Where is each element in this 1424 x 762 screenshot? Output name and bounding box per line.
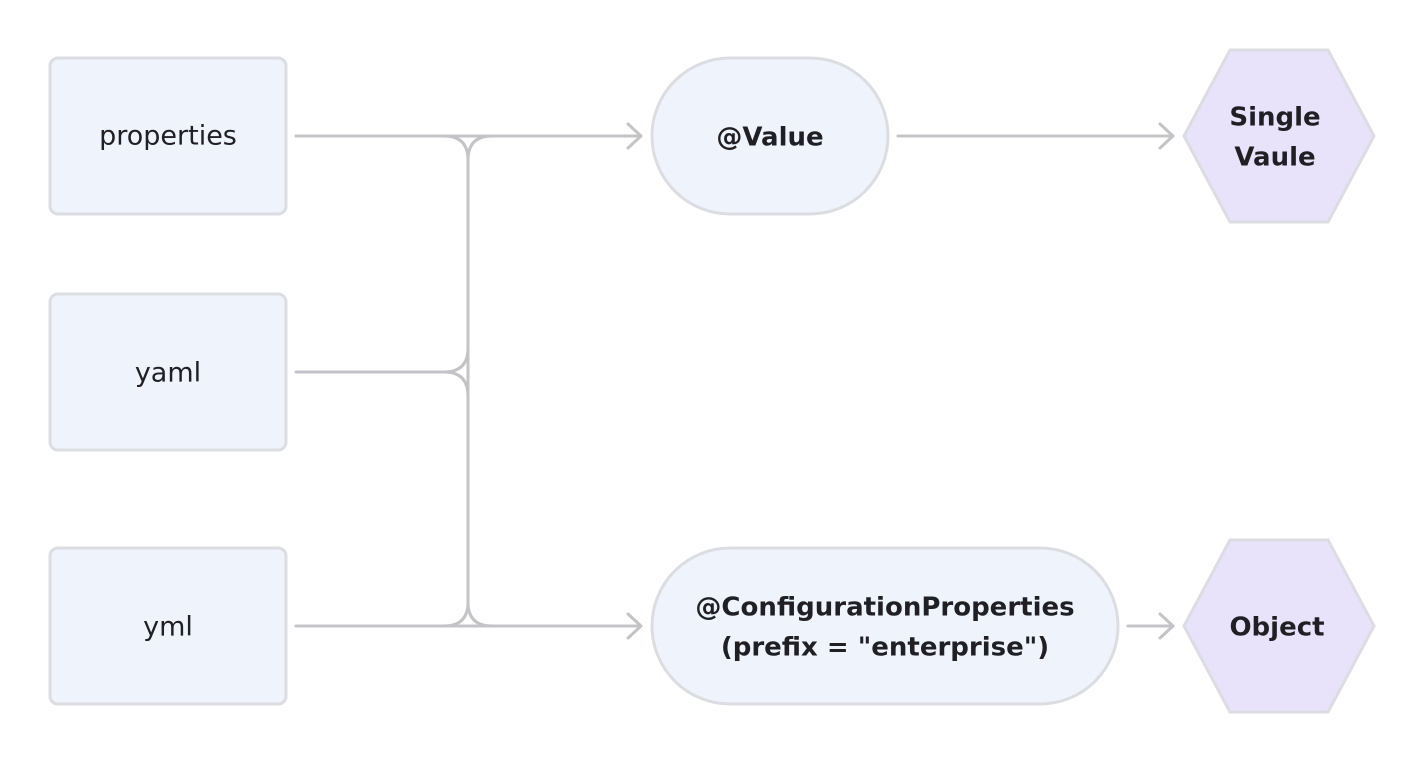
result-hex-single-value — [1182, 48, 1376, 224]
annotation-box-value — [650, 56, 890, 216]
source-label-properties: properties — [99, 121, 237, 152]
edge-bus-bottom-right — [466, 600, 494, 628]
annotation-label-config-line2: (prefix = "enterprise") — [721, 633, 1049, 663]
arrowheads — [626, 122, 1175, 640]
edges — [294, 134, 1174, 628]
result-label-object: Object — [1229, 613, 1324, 643]
arrowhead-to-single-value — [1158, 122, 1175, 150]
edge-bus-top-curve — [466, 134, 494, 162]
annotation-label-value: @Value — [716, 123, 823, 153]
source-box-yaml — [48, 292, 288, 452]
edge-yaml-to-bus-lower — [442, 370, 470, 398]
edge-bus-bottom-left — [442, 600, 470, 628]
arrowhead-to-value — [626, 122, 643, 150]
source-label-yaml: yaml — [135, 358, 201, 389]
annotation-node-config-props: @ConfigurationProperties (prefix = "ente… — [650, 546, 1120, 706]
source-node-properties: properties — [48, 56, 288, 216]
result-node-single-value: Single Vaule — [1182, 48, 1376, 224]
source-node-yml: yml — [48, 546, 288, 706]
source-box-properties — [48, 56, 288, 216]
arrowhead-to-config — [626, 612, 643, 640]
result-node-object: Object — [1182, 538, 1376, 714]
edge-yaml-to-bus — [294, 346, 470, 374]
source-box-yml — [48, 546, 288, 706]
edge-bus-upper-left — [442, 134, 470, 162]
source-node-yaml: yaml — [48, 292, 288, 452]
result-label-single-line1: Single — [1229, 103, 1320, 133]
source-label-yml: yml — [143, 612, 193, 643]
annotation-box-config-props — [650, 546, 1120, 706]
arrowhead-to-object — [1158, 612, 1175, 640]
annotation-label-config-line1: @ConfigurationProperties — [695, 593, 1074, 623]
result-label-single-line2: Vaule — [1234, 143, 1315, 173]
result-hex-object — [1182, 538, 1376, 714]
annotation-node-value: @Value — [650, 56, 890, 216]
